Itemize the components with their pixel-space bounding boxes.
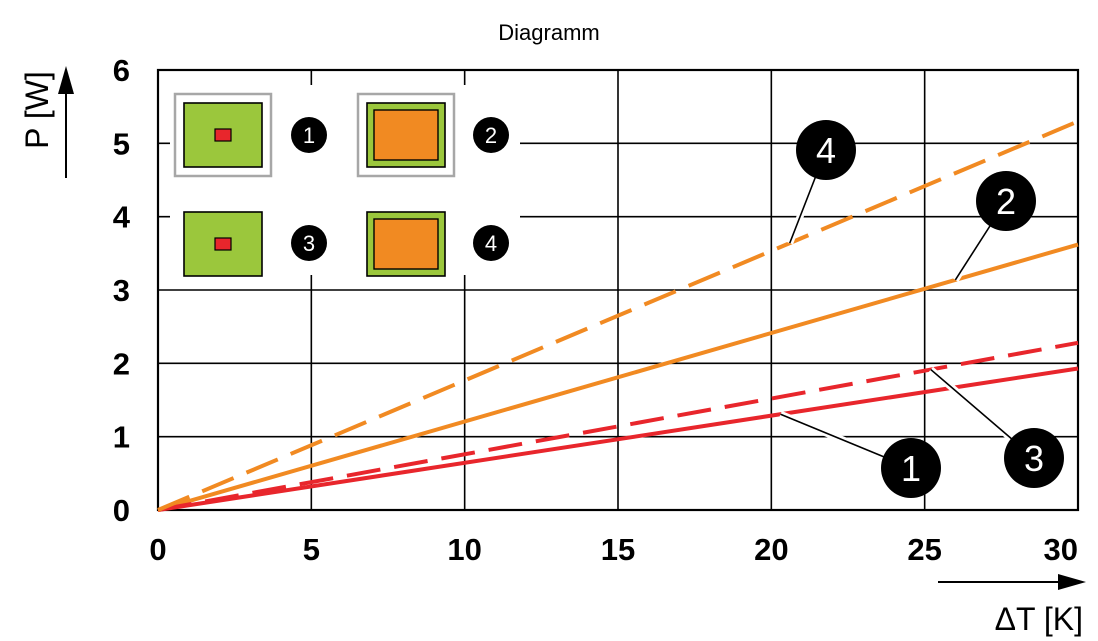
badge-circle bbox=[1004, 428, 1064, 488]
y-tick-label: 3 bbox=[113, 273, 130, 308]
badge-circle bbox=[881, 438, 941, 498]
legend-badge-4: 4 bbox=[473, 225, 509, 261]
badge-number: 1 bbox=[303, 123, 315, 148]
legend-badge-1: 1 bbox=[291, 117, 327, 153]
badge-circle bbox=[473, 117, 509, 153]
x-tick-label: 15 bbox=[601, 532, 635, 567]
y-tick-label: 4 bbox=[113, 200, 131, 235]
x-tick-label: 0 bbox=[149, 532, 166, 567]
x-axis-arrow-head bbox=[1058, 574, 1086, 590]
badge-circle bbox=[291, 225, 327, 261]
chip bbox=[373, 109, 439, 161]
chart-title: Diagramm bbox=[498, 20, 599, 45]
axis-labels: P [W] ΔT [K] bbox=[19, 66, 1086, 637]
badge-circle bbox=[291, 117, 327, 153]
series-line-4 bbox=[157, 119, 1079, 512]
legend-badge-3: 3 bbox=[291, 225, 327, 261]
series-annotation-1: 1 bbox=[779, 410, 941, 498]
y-tick-label: 6 bbox=[113, 53, 130, 88]
chip bbox=[373, 218, 439, 270]
x-tick-label: 25 bbox=[907, 532, 941, 567]
y-tick-label: 2 bbox=[113, 346, 130, 381]
chip bbox=[214, 237, 232, 251]
legend: 1 2 3 4 bbox=[170, 85, 520, 277]
series-annotations: 1 2 3 4 bbox=[779, 120, 1064, 498]
x-tick-label: 30 bbox=[1044, 532, 1078, 567]
legend-badge-2: 2 bbox=[473, 117, 509, 153]
badge-circle bbox=[976, 171, 1036, 231]
small-red-chip-on-green-board-with-frame-icon bbox=[173, 92, 273, 178]
large-orange-chip-on-green-board-with-frame-icon bbox=[356, 92, 456, 178]
series-line-1 bbox=[157, 366, 1079, 512]
badge-number: 4 bbox=[816, 130, 836, 171]
x-tick-label: 10 bbox=[447, 532, 481, 567]
badge-circle bbox=[796, 120, 856, 180]
y-axis-label: P [W] bbox=[19, 71, 55, 149]
large-orange-chip-on-green-board-icon bbox=[366, 211, 446, 277]
badge-circle bbox=[473, 225, 509, 261]
y-axis-arrow-head bbox=[58, 66, 74, 94]
badge-number: 4 bbox=[485, 231, 497, 256]
annotation-badge-1: 1 bbox=[881, 438, 941, 498]
annotation-badge-2: 2 bbox=[976, 171, 1036, 231]
x-tick-label: 5 bbox=[303, 532, 320, 567]
badge-number: 3 bbox=[1024, 438, 1044, 479]
series-line-2 bbox=[157, 242, 1079, 512]
annotation-badge-4: 4 bbox=[796, 120, 856, 180]
tick-labels: 0 5 10 15 20 25 30 0 1 2 3 4 5 6 bbox=[113, 53, 1078, 567]
series-annotation-3: 3 bbox=[928, 366, 1064, 488]
chip bbox=[214, 128, 232, 142]
x-axis-label: ΔT [K] bbox=[995, 601, 1083, 637]
badge-number: 2 bbox=[996, 181, 1016, 222]
series-annotation-4: 4 bbox=[786, 120, 856, 245]
y-tick-label: 5 bbox=[113, 126, 130, 161]
badge-number: 2 bbox=[485, 123, 497, 148]
series-annotation-2: 2 bbox=[952, 171, 1036, 282]
small-red-chip-on-green-board-icon bbox=[183, 211, 263, 277]
y-tick-label: 0 bbox=[113, 493, 130, 528]
y-tick-label: 1 bbox=[113, 420, 130, 455]
badge-number: 3 bbox=[303, 231, 315, 256]
badge-number: 1 bbox=[901, 448, 921, 489]
circuit-board bbox=[183, 211, 263, 277]
plot-frame bbox=[156, 68, 1080, 512]
series-line-3 bbox=[157, 340, 1079, 512]
series-lines bbox=[157, 119, 1079, 512]
annotation-badge-3: 3 bbox=[1004, 428, 1064, 488]
x-tick-label: 20 bbox=[754, 532, 788, 567]
